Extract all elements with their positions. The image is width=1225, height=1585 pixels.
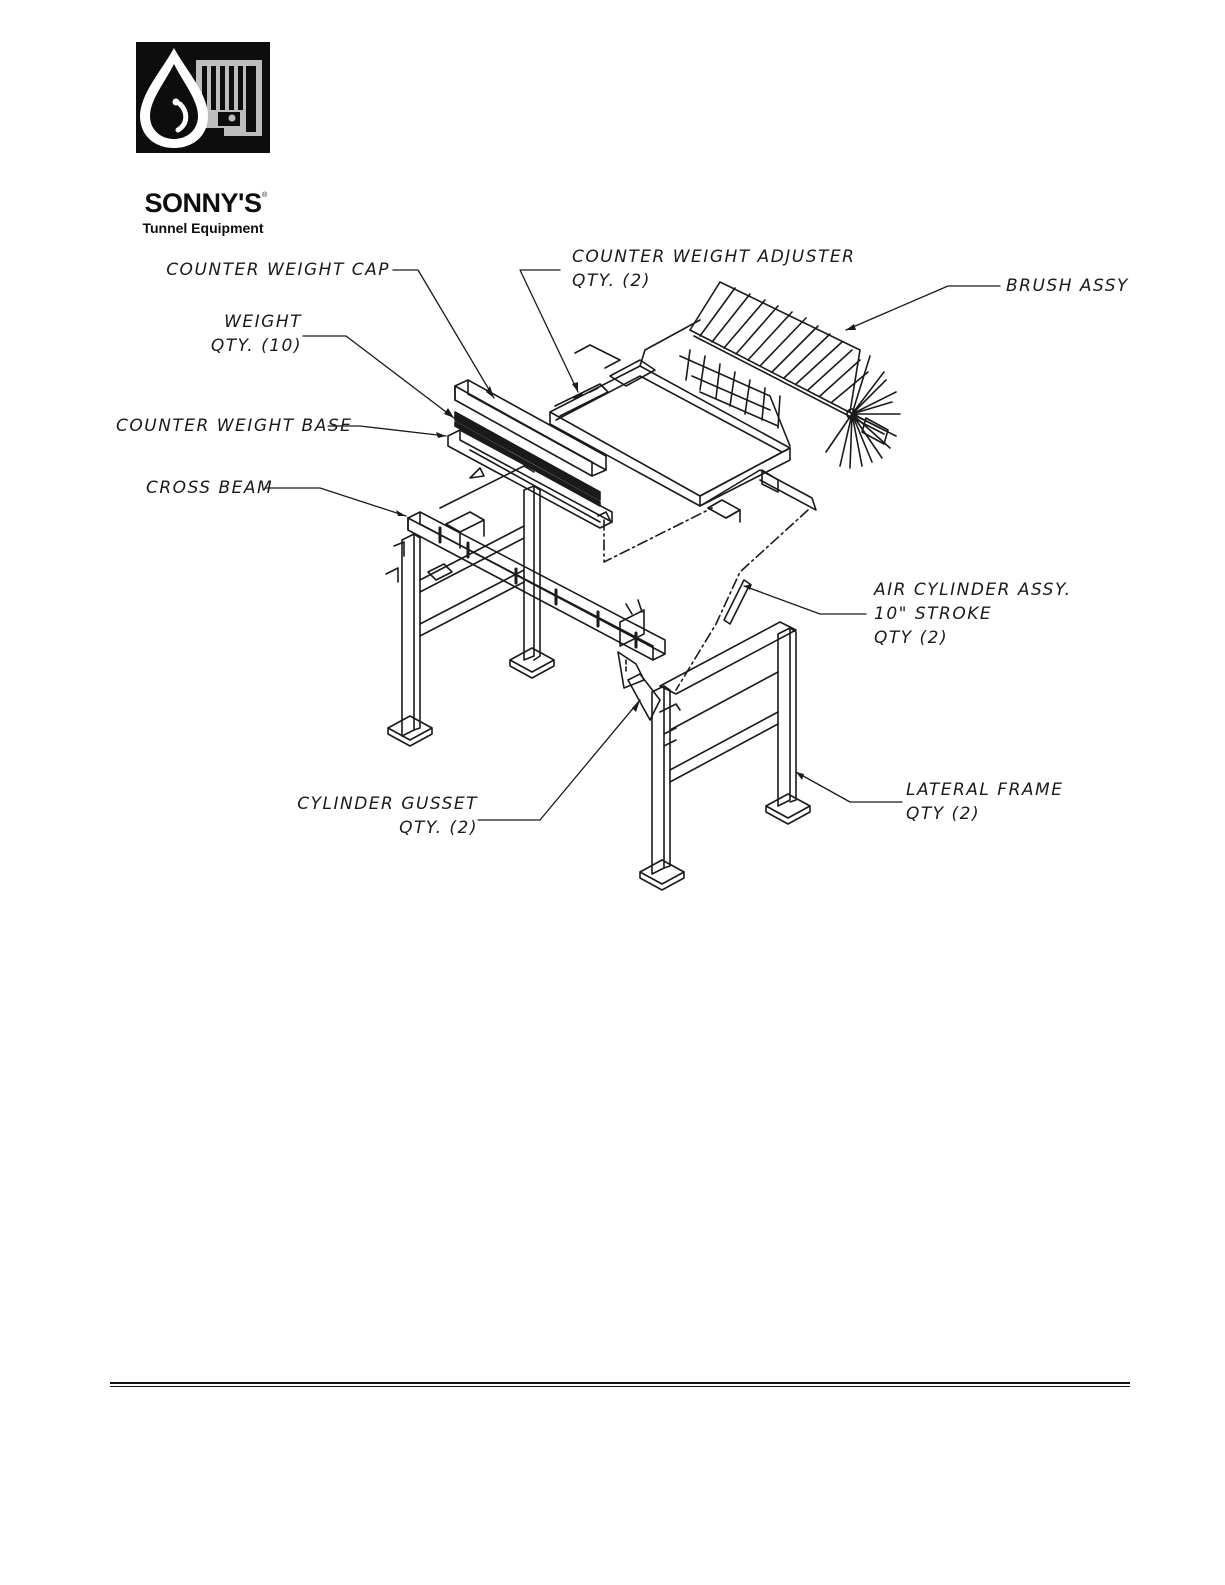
callout-cross-beam: CROSS BEAM [146,476,273,500]
callout-weight: WEIGHT QTY. (10) [140,310,302,358]
callout-counter-weight-adjuster-line2: QTY. (2) [572,269,855,293]
callout-lateral-frame: LATERAL FRAME QTY (2) [906,778,1063,826]
callout-counter-weight-cap-line1: COUNTER WEIGHT CAP [150,258,390,282]
callout-weight-line1: WEIGHT [140,310,302,334]
callout-lateral-frame-line1: LATERAL FRAME [906,778,1063,802]
callout-lateral-frame-line2: QTY (2) [906,802,1063,826]
callout-cross-beam-line1: CROSS BEAM [146,476,273,500]
callout-counter-weight-cap: COUNTER WEIGHT CAP [150,258,390,282]
footer-rule [110,1382,1130,1384]
callout-counter-weight-adjuster-line1: COUNTER WEIGHT ADJUSTER [572,245,855,269]
callout-counter-weight-base-line1: COUNTER WEIGHT BASE [116,414,352,438]
callout-weight-line2: QTY. (10) [140,334,302,358]
callout-air-cylinder-assy-line3: QTY (2) [874,626,1072,650]
callout-air-cylinder-assy-line1: AIR CYLINDER ASSY. [874,578,1072,602]
callout-cylinder-gusset-line1: CYLINDER GUSSET [260,792,478,816]
callout-brush-assy-line1: BRUSH ASSY [1006,274,1129,298]
leader-lines [266,270,1000,820]
brush-assembly [550,282,900,522]
callout-brush-assy: BRUSH ASSY [1006,274,1129,298]
callout-cylinder-gusset-line2: QTY. (2) [260,816,478,840]
callout-counter-weight-adjuster: COUNTER WEIGHT ADJUSTER QTY. (2) [572,245,855,293]
callout-cylinder-gusset: CYLINDER GUSSET QTY. (2) [260,792,478,840]
callout-air-cylinder-assy-line2: 10" STROKE [874,602,1072,626]
callout-air-cylinder-assy: AIR CYLINDER ASSY. 10" STROKE QTY (2) [874,578,1072,650]
callout-counter-weight-base: COUNTER WEIGHT BASE [116,414,352,438]
footer-rule-thin [110,1386,1130,1387]
